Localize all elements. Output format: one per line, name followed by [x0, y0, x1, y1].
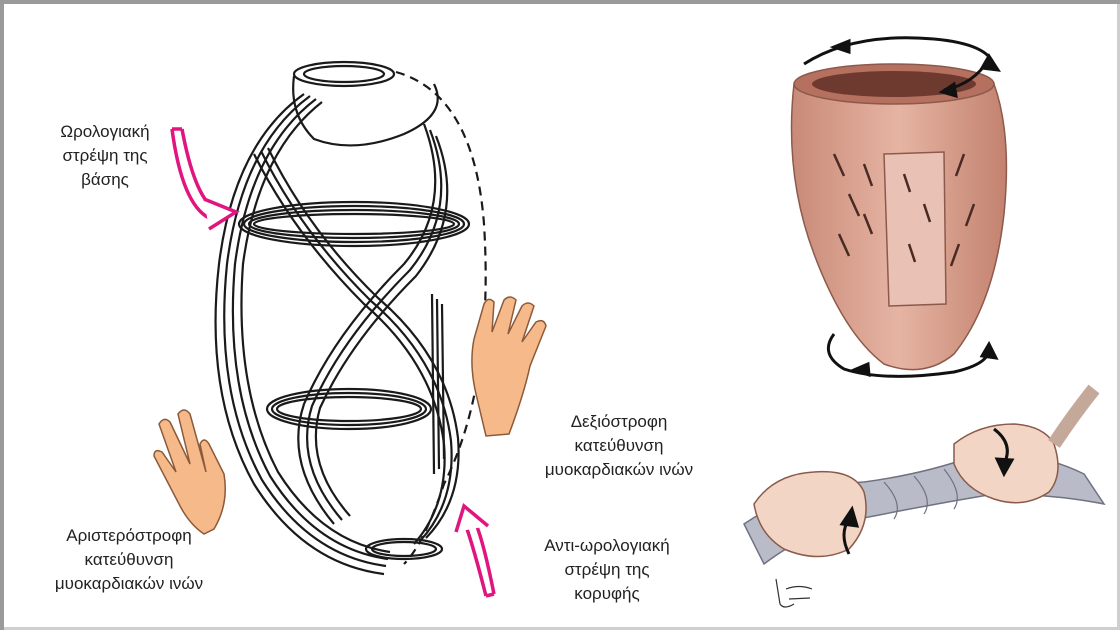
apex-twist-label: Αντι-ωρολογιακή στρέψη της κορυφής	[522, 534, 692, 606]
left-handed-fiber-label: Αριστερόστροφη κατεύθυνση μυοκαρδιακών ι…	[34, 524, 224, 596]
right-handed-fiber-label: Δεξιόστροφη κατεύθυνση μυοκαρδιακών ινών	[534, 410, 704, 482]
base-twist-label: Ωρολογιακή στρέψη της βάσης	[30, 120, 180, 192]
artist-signature	[776, 579, 812, 607]
